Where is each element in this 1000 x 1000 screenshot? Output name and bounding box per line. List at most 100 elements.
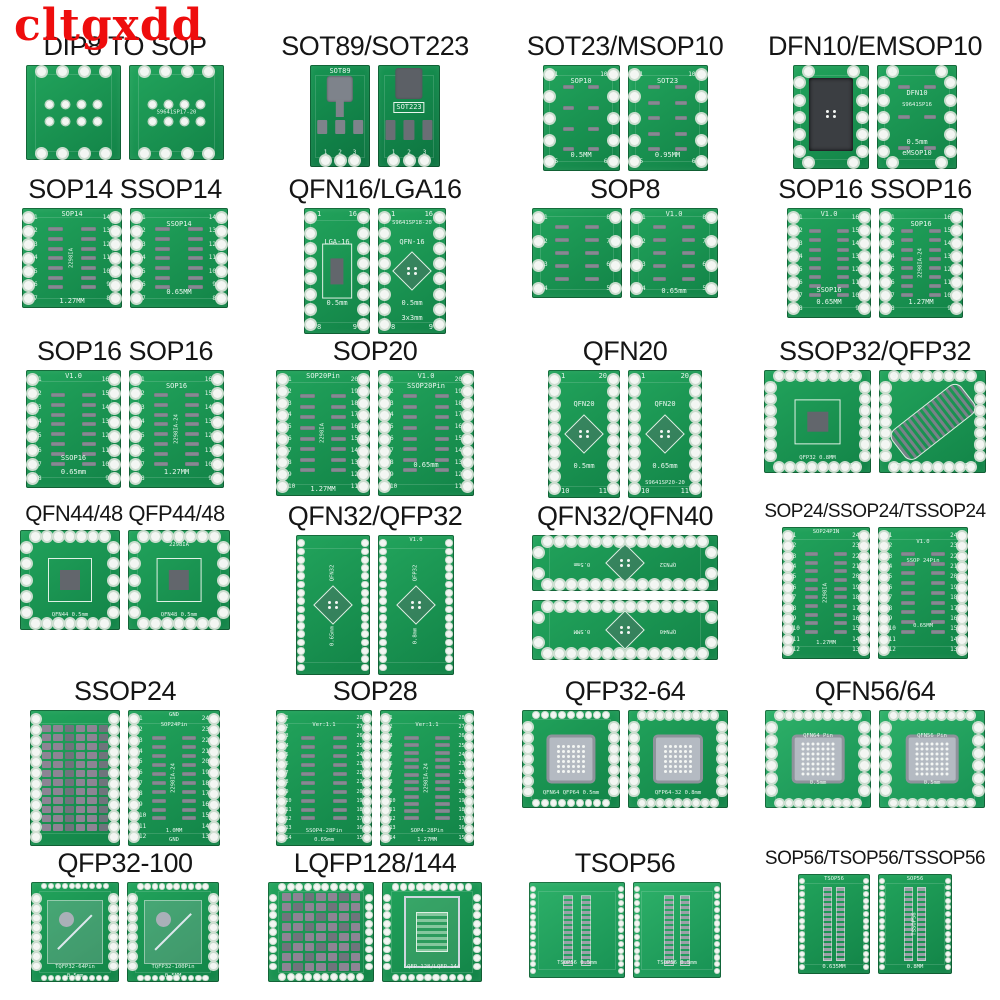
smd-pad [402,394,418,399]
pin: 9 [947,304,961,314]
pin-hole [287,974,294,981]
pin-hole [362,598,368,604]
smd-pad [182,762,197,767]
pin: 21 [950,563,966,571]
pin-hole [380,648,386,654]
pin [933,463,942,472]
via-dot [806,762,810,766]
pin-number: 7 [288,447,292,455]
pin-hole [585,712,592,719]
pin-hole [298,664,304,671]
pin-hole [363,779,370,787]
smd-pad [304,953,315,962]
pad-dot [825,115,829,119]
pin-row-bottom [776,799,860,807]
pin [691,435,700,445]
smd-pad [585,225,599,230]
pin-hole [691,460,700,470]
pin-hole [278,410,287,420]
pin-hole [880,635,888,644]
pin [48,884,53,889]
pin [909,799,917,807]
smd-pad [182,771,197,776]
pin-hole [111,294,120,304]
pin-row-bottom [639,800,717,807]
pin-hole [32,811,40,820]
pin-number: 11 [285,806,292,813]
pin-hole [674,580,684,590]
smd-pad [435,758,450,763]
pin-hole [270,929,276,936]
smd-pad [48,285,63,290]
smd-pad-column [404,736,419,821]
pin-hole [691,484,700,494]
smd-pad [901,552,915,557]
smd-pad [41,806,52,814]
pin-hole [952,226,961,236]
pin [635,907,640,912]
pin [767,773,776,783]
pin: 10 [784,625,800,634]
pin: 8 [382,779,396,787]
pin [858,78,867,88]
pin-hole [298,639,304,646]
pin-hole [881,428,890,438]
via-dot [935,747,939,751]
pin-hole [28,389,37,399]
pin: 5 [880,573,896,582]
smd-pad [350,933,361,942]
pin-hole [800,898,804,903]
smd-pad [434,426,450,431]
smd-pad [82,392,97,397]
pin-hole [380,213,389,223]
pin-hole [881,394,890,404]
pin: 17 [458,816,472,823]
smd-pad-column [81,227,96,290]
pin: 2 [28,389,42,399]
smd-pad [435,809,450,814]
pin: 18 [950,594,966,602]
pin-hole [298,548,304,555]
center-pad-dots [410,601,422,610]
pin-row-bottom [37,149,110,159]
cell-label: SOT23/MSOP10 [526,31,724,61]
pin-hole [650,602,660,612]
pin: 6 [24,280,38,290]
pin-hole [433,884,439,890]
pin-hole [864,938,868,943]
pin-hole [32,801,40,810]
pin: 20 [458,788,472,796]
pin-hole [638,602,648,612]
smd-pad-column [182,736,197,821]
via-dot [562,745,565,749]
pin-hole [362,664,368,671]
pin [578,537,588,547]
smd-pad [674,131,687,136]
pin-hole [656,800,664,807]
pin [544,113,559,123]
pin-hole [674,602,684,612]
pin-hole [474,920,480,927]
pin-hole [879,112,888,122]
board-silkscreen-text: SSOP14 [166,220,192,229]
pin-row-top [543,537,707,547]
pin [800,885,804,890]
pin-hole [210,895,217,903]
pin-number: 3 [544,261,548,269]
pin [576,800,583,807]
via-dot [816,762,820,766]
pin-hole [213,431,222,441]
pin-hole [380,556,386,563]
pin-hole [630,472,639,482]
pin [210,532,219,542]
pin-hole [714,921,719,926]
smd-pad [585,277,599,282]
pin: 14 [351,446,368,456]
pin [550,472,559,482]
pin-hole [88,619,98,629]
pin-hole [714,914,719,919]
pad-dot [149,100,156,108]
pin [348,974,355,981]
